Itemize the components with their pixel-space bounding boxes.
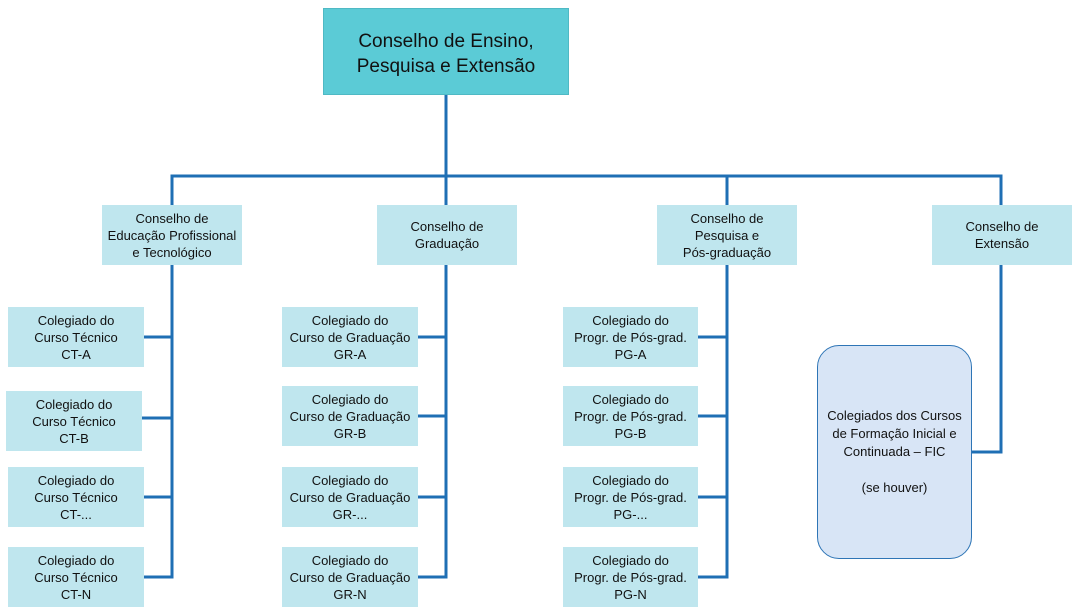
colegiado-code: PG-B [614,425,647,441]
colegiado-code: CT-... [60,506,92,522]
fic-label: de Formação Inicial e [832,426,957,441]
council-label: e Tecnológico [132,244,212,260]
colegiado-code: CT-B [59,430,89,446]
top-council-line-1: Conselho de Ensino, [358,30,534,52]
fic-label: Continuada – FIC [843,444,946,459]
colegiado-label: Curso Técnico [34,569,118,585]
colegiado-box-gr-etc: Colegiado do Curso de Graduação GR-... [282,467,418,527]
colegiado-label: Colegiado do [37,312,115,328]
colegiado-box-pg-n: Colegiado do Progr. de Pós-grad. PG-N [563,547,698,607]
colegiado-code: CT-N [60,586,92,602]
colegiado-label: Colegiado do [311,552,389,568]
colegiado-label: Curso Técnico [34,329,118,345]
council-label: Conselho de [135,210,209,226]
fic-colegiados-box: Colegiados dos Cursos de Formação Inicia… [817,345,972,559]
colegiado-label: Progr. de Pós-grad. [574,408,687,424]
colegiado-label: Curso Técnico [34,489,118,505]
colegiado-box-pg-etc: Colegiado do Progr. de Pós-grad. PG-... [563,467,698,527]
colegiado-label: Colegiado do [311,391,389,407]
colegiado-code: PG-... [613,506,648,522]
fic-label: Colegiados dos Cursos [827,408,962,423]
colegiado-code: GR-... [332,506,368,522]
council-label: Pesquisa e [694,227,760,243]
colegiado-label: Colegiado do [592,472,669,488]
colegiado-label: Colegiado do [592,391,669,407]
council-label: Educação Profissional [107,227,237,243]
council-label: Conselho de [690,210,764,226]
council-label: Graduação [414,236,480,251]
colegiado-box-gr-a: Colegiado do Curso de Graduação GR-A [282,307,418,367]
council-box-graduacao: Conselho de Graduação [377,205,517,265]
colegiado-label: Colegiado do [592,552,669,568]
colegiado-label: Curso de Graduação [289,329,411,345]
colegiado-code: GR-N [333,586,367,602]
colegiado-label: Colegiado do [311,312,389,328]
colegiado-label: Progr. de Pós-grad. [574,489,687,505]
colegiado-code: GR-A [333,346,367,362]
council-label: Pós-graduação [682,244,772,260]
colegiado-label: Curso Técnico [32,413,116,429]
colegiado-label: Curso de Graduação [289,569,411,585]
council-box-ept: Conselho de Educação Profissional e Tecn… [102,205,242,265]
colegiado-box-ct-b: Colegiado do Curso Técnico CT-B [6,391,142,451]
colegiado-label: Colegiado do [311,472,389,488]
council-label: Conselho de [410,219,484,234]
colegiado-box-ct-n: Colegiado do Curso Técnico CT-N [8,547,144,607]
colegiado-code: CT-A [61,346,91,362]
colegiado-label: Progr. de Pós-grad. [574,569,687,585]
colegiado-code: PG-N [614,586,647,602]
colegiado-label: Colegiado do [592,312,669,328]
colegiado-label: Progr. de Pós-grad. [574,329,687,345]
colegiado-label: Colegiado do [35,396,113,412]
colegiado-label: Curso de Graduação [289,408,411,424]
colegiado-label: Colegiado do [37,472,115,488]
colegiado-box-gr-b: Colegiado do Curso de Graduação GR-B [282,386,418,446]
colegiado-label: Colegiado do [37,552,115,568]
council-label: Conselho de [965,219,1039,234]
council-box-pos-graduacao: Conselho de Pesquisa e Pós-graduação [657,205,797,265]
colegiado-box-pg-b: Colegiado do Progr. de Pós-grad. PG-B [563,386,698,446]
colegiado-code: PG-A [614,346,647,362]
fic-note: (se houver) [861,480,928,495]
colegiado-code: GR-B [333,425,367,441]
council-label: Extensão [974,236,1030,251]
colegiado-box-gr-n: Colegiado do Curso de Graduação GR-N [282,547,418,607]
colegiado-label: Curso de Graduação [289,489,411,505]
council-box-extensao: Conselho de Extensão [932,205,1072,265]
top-council-line-2: Pesquisa e Extensão [356,55,536,77]
top-council-box: Conselho de Ensino, Pesquisa e Extensão [323,8,569,95]
colegiado-box-ct-a: Colegiado do Curso Técnico CT-A [8,307,144,367]
colegiado-box-ct-etc: Colegiado do Curso Técnico CT-... [8,467,144,527]
colegiado-box-pg-a: Colegiado do Progr. de Pós-grad. PG-A [563,307,698,367]
